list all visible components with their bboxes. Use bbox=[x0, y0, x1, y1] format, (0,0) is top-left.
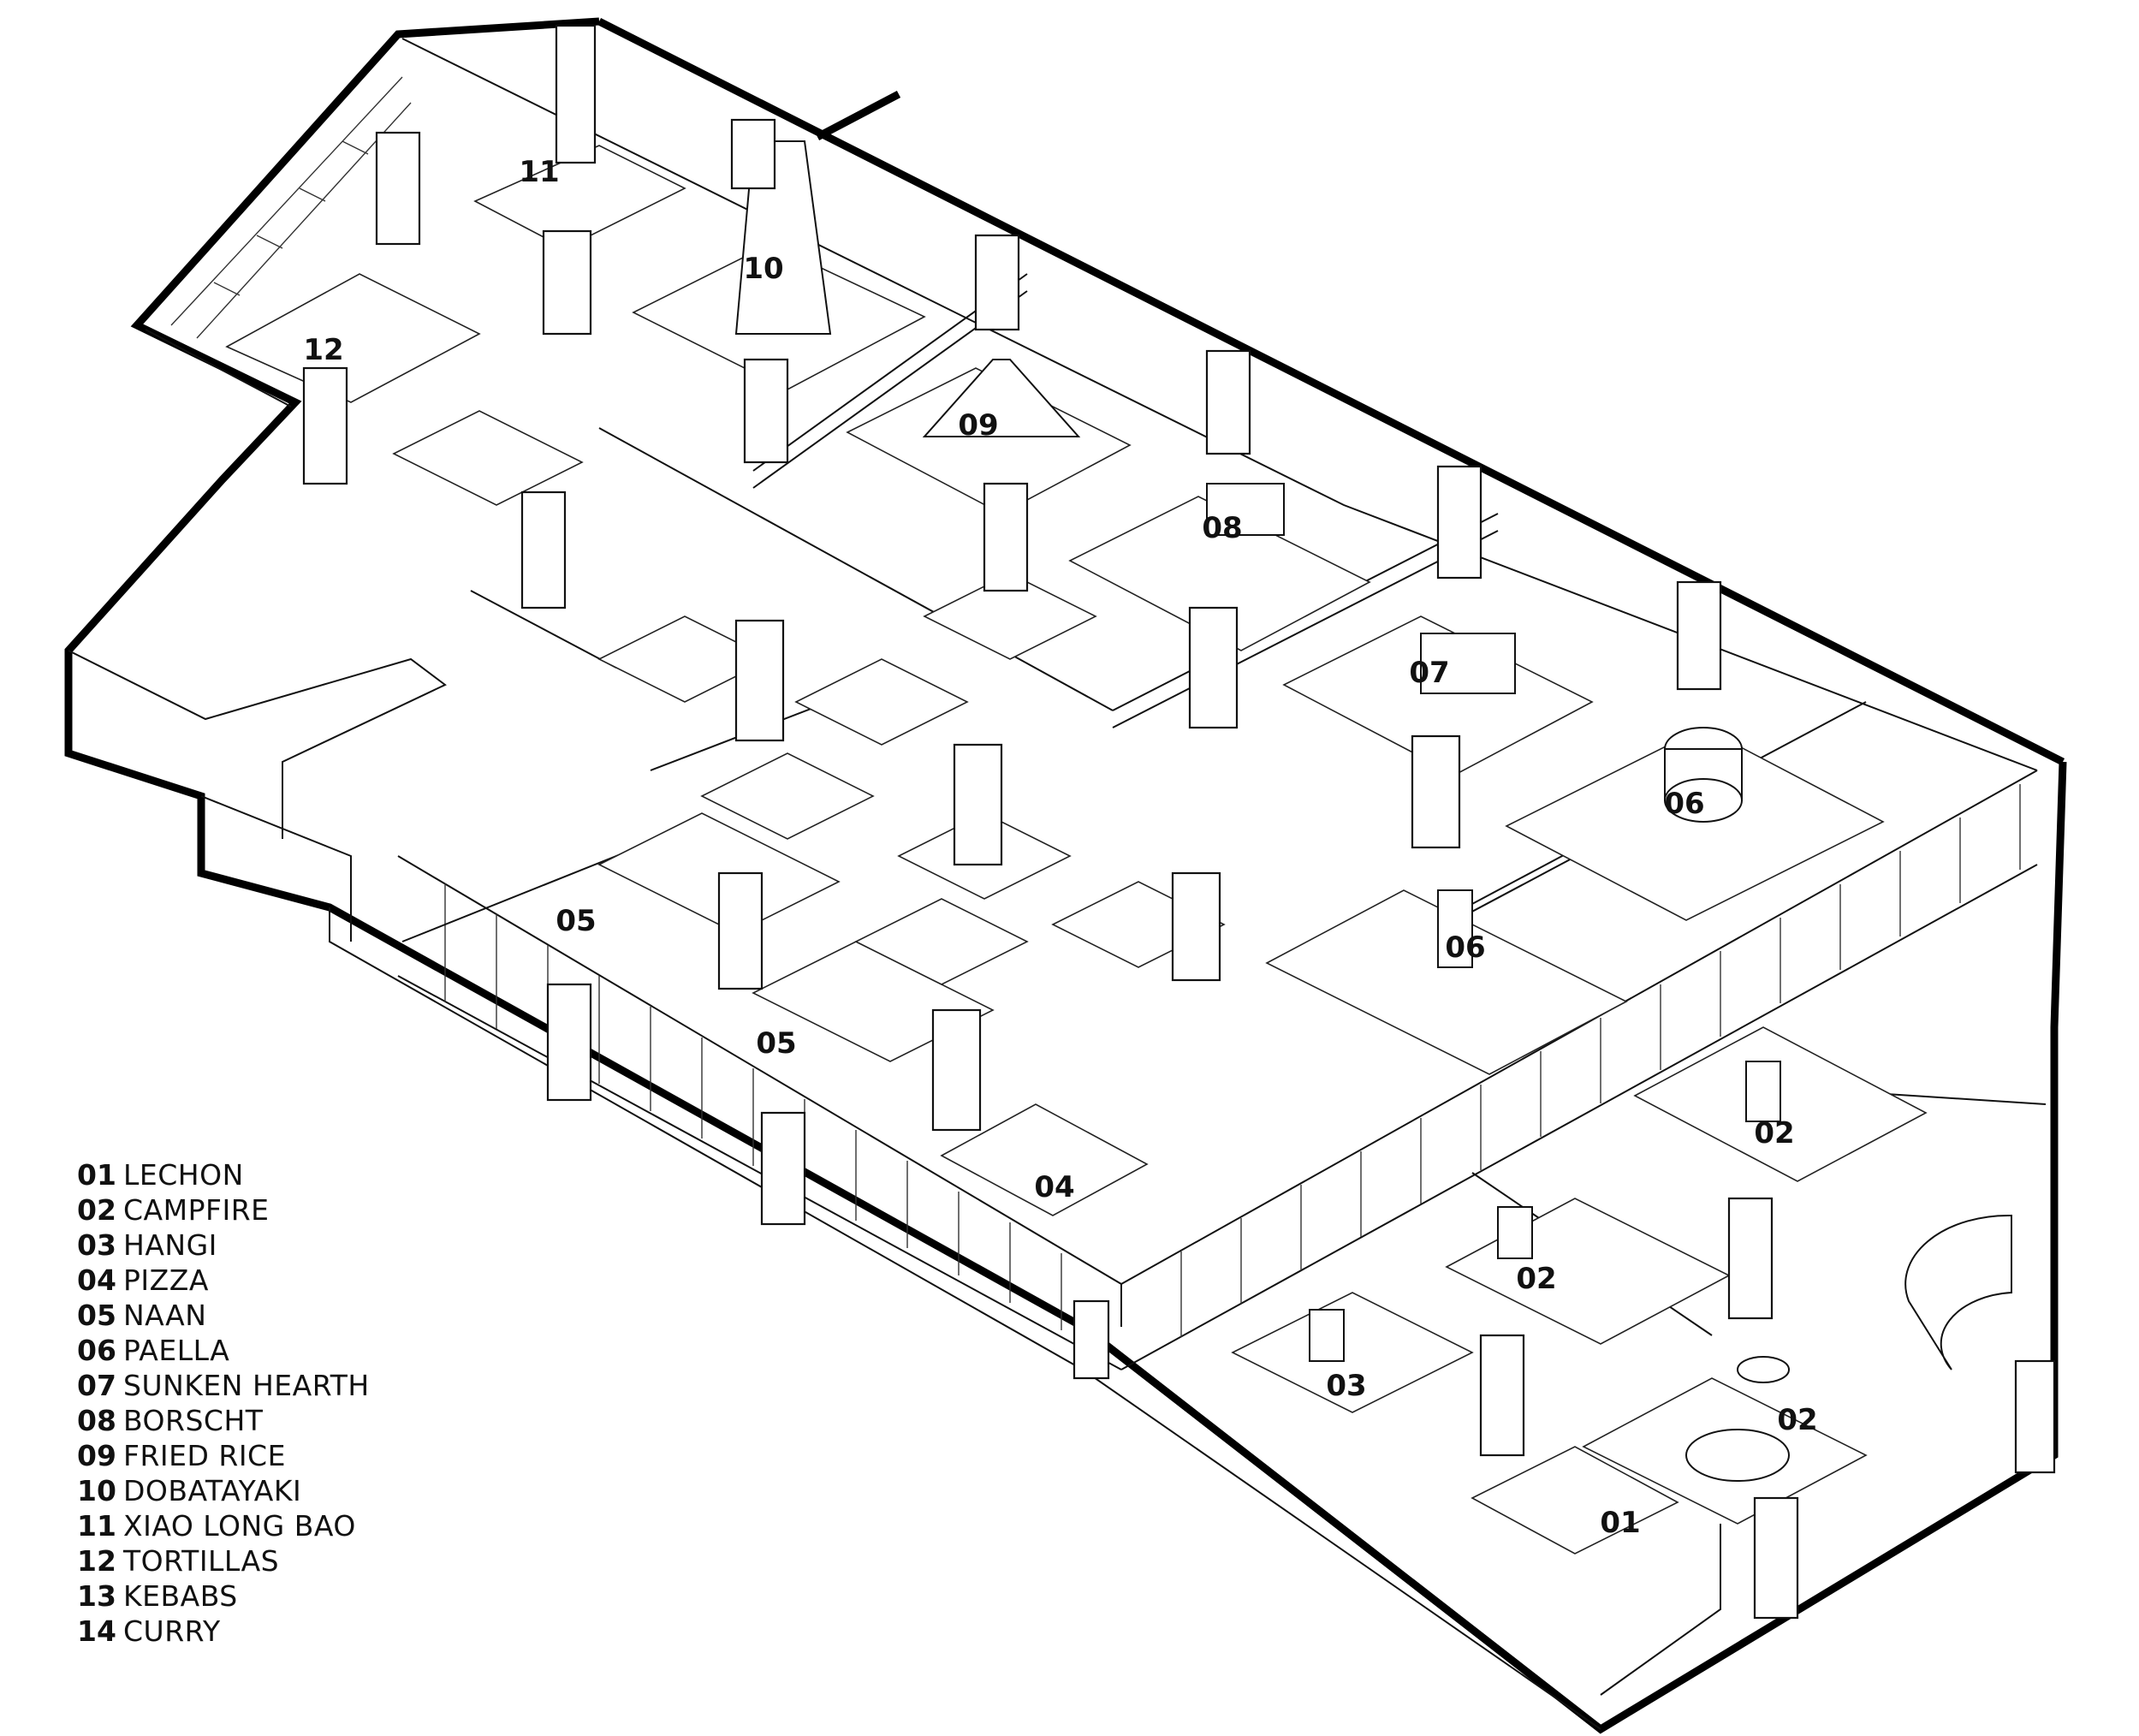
legend-name: CURRY bbox=[123, 1614, 221, 1648]
zone-label-06-b: 06 bbox=[1445, 930, 1485, 965]
legend-name: BORSCHT bbox=[123, 1404, 264, 1437]
legend-name: NAAN bbox=[123, 1299, 207, 1332]
columns bbox=[302, 24, 2056, 1620]
legend-name: TORTILLAS bbox=[123, 1544, 280, 1578]
legend-number: 08 bbox=[77, 1404, 116, 1437]
legend-name: XIAO LONG BAO bbox=[123, 1509, 356, 1543]
legend-name: SUNKEN HEARTH bbox=[123, 1369, 370, 1402]
zone-labels: 11 10 12 09 08 07 06 06 05 05 04 02 02 0… bbox=[303, 155, 1817, 1540]
legend-number: 10 bbox=[77, 1474, 116, 1507]
legend-number: 06 bbox=[77, 1334, 116, 1367]
zone-label-03: 03 bbox=[1326, 1369, 1366, 1403]
legend-number: 02 bbox=[77, 1193, 116, 1227]
zone-label-09: 09 bbox=[958, 408, 998, 443]
legend-number: 13 bbox=[77, 1579, 116, 1613]
legend-number: 12 bbox=[77, 1544, 116, 1578]
zone-label-02-a: 02 bbox=[1754, 1116, 1794, 1150]
zone-label-07: 07 bbox=[1409, 656, 1449, 690]
zone-label-05-b: 05 bbox=[756, 1026, 796, 1061]
hood-stations bbox=[734, 140, 2012, 1482]
zone-platforms bbox=[225, 145, 1928, 1555]
zone-label-05-a: 05 bbox=[556, 904, 596, 938]
shelving-wall bbox=[170, 76, 412, 339]
legend-name: HANGI bbox=[123, 1228, 217, 1262]
zone-label-08: 08 bbox=[1202, 511, 1242, 545]
legend-number: 11 bbox=[77, 1509, 116, 1543]
legend-number: 01 bbox=[77, 1158, 116, 1192]
legend-name: DOBATAYAKI bbox=[123, 1474, 302, 1507]
zone-label-12: 12 bbox=[303, 333, 343, 367]
building-outline bbox=[64, 17, 2067, 1734]
legend-name: LECHON bbox=[123, 1158, 244, 1192]
zone-label-02-b: 02 bbox=[1516, 1262, 1556, 1296]
zone-label-04: 04 bbox=[1034, 1170, 1074, 1204]
legend-number: 03 bbox=[77, 1228, 116, 1262]
zone-label-11: 11 bbox=[519, 155, 559, 189]
legend-name: CAMPFIRE bbox=[123, 1193, 270, 1227]
legend-name: PIZZA bbox=[123, 1263, 209, 1297]
legend-name: PAELLA bbox=[123, 1334, 230, 1367]
legend-name: KEBABS bbox=[123, 1579, 238, 1613]
legend-number: 05 bbox=[77, 1299, 116, 1332]
zone-label-02-c: 02 bbox=[1777, 1403, 1817, 1437]
zone-label-01: 01 bbox=[1600, 1506, 1640, 1540]
legend-number: 04 bbox=[77, 1263, 116, 1297]
legend-number: 07 bbox=[77, 1369, 116, 1402]
legend-number: 09 bbox=[77, 1439, 116, 1472]
legend-name: FRIED RICE bbox=[123, 1439, 286, 1472]
zone-label-10: 10 bbox=[743, 252, 783, 286]
legend-number: 14 bbox=[77, 1614, 116, 1648]
zone-label-06-a: 06 bbox=[1664, 787, 1704, 821]
